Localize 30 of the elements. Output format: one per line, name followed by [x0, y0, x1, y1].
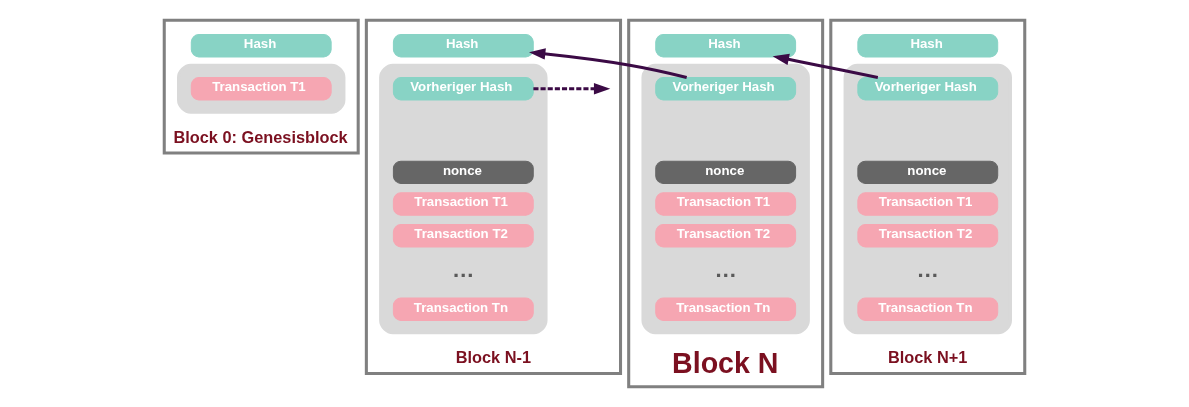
node-box: Transaction T1: [392, 192, 534, 216]
cluster: [379, 63, 548, 335]
node-box: Transaction Tn: [655, 297, 797, 321]
node-box: Transaction T1: [655, 192, 797, 216]
arrow: [533, 82, 611, 95]
node-box: nonce: [655, 160, 797, 185]
label: …: [916, 257, 939, 283]
node-box: Hash: [392, 34, 534, 58]
arrow: [529, 48, 688, 79]
cluster: [641, 63, 810, 335]
node-box: Hash: [857, 34, 999, 58]
node-box: Vorheriger Hash: [857, 76, 999, 101]
node-box: Transaction Tn: [857, 297, 999, 321]
node-box: Hash: [190, 34, 332, 58]
node-box: nonce: [392, 160, 534, 185]
label: …: [452, 257, 475, 283]
node-box: Transaction T1: [190, 76, 332, 101]
label: …: [714, 257, 737, 283]
node-box: Vorheriger Hash: [655, 76, 797, 101]
node-box: Transaction T2: [857, 223, 999, 248]
node-box: Transaction T1: [857, 192, 999, 216]
node-box: Transaction T2: [392, 223, 534, 248]
cluster: [843, 63, 1012, 335]
node-box: Vorheriger Hash: [392, 76, 534, 101]
node-box: Transaction T2: [655, 223, 797, 248]
cluster: [177, 63, 346, 114]
node-box: nonce: [857, 160, 999, 185]
arrow: [772, 53, 879, 79]
node-box: Transaction Tn: [392, 297, 534, 321]
node-box: Hash: [655, 34, 797, 58]
